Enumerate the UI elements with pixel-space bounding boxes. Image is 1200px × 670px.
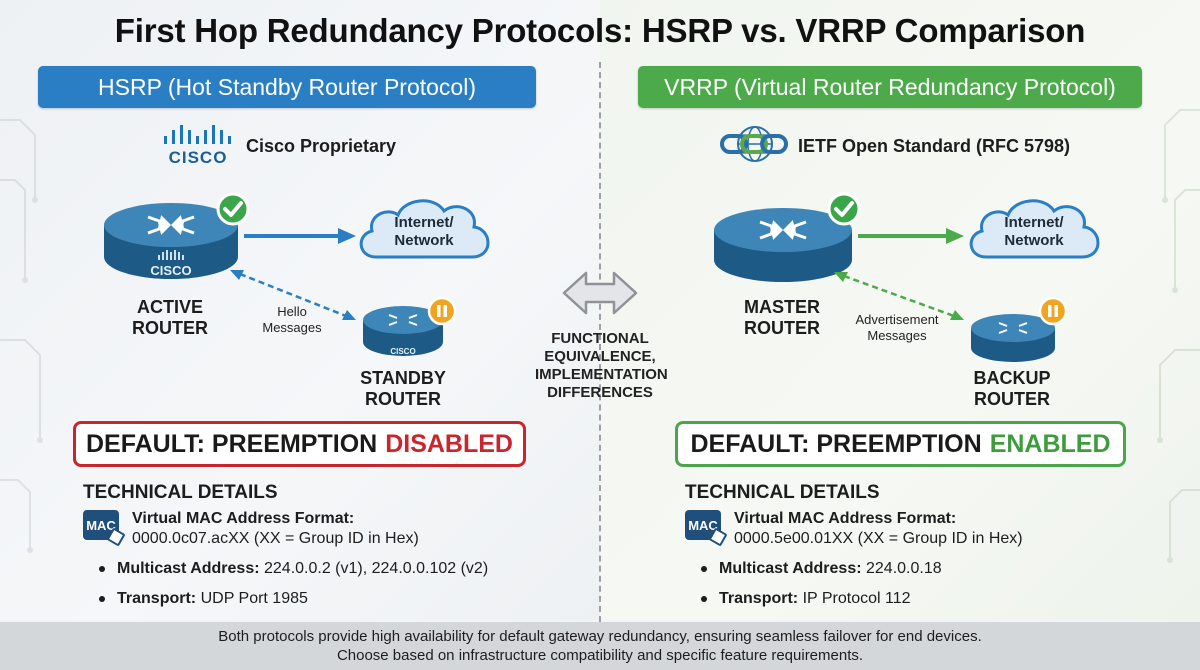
footer-line-1: Both protocols provide high availability… xyxy=(218,628,982,645)
hsrp-internet-cloud-icon xyxy=(359,199,490,259)
hsrp-hello-arrow xyxy=(230,270,356,320)
hsrp-preemption-box: DEFAULT: PREEMPTION DISABLED xyxy=(73,421,526,467)
vrrp-multicast-item: Multicast Address: 224.0.0.18 xyxy=(701,560,942,577)
hsrp-mac-value: 0000.0c07.acXX (XX = Group ID in Hex) xyxy=(132,530,419,547)
vrrp-banner: VRRP (Virtual Router Redundancy Protocol… xyxy=(638,66,1142,108)
svg-text:CISCO: CISCO xyxy=(390,347,415,356)
active-check-icon xyxy=(216,192,250,226)
svg-text:CISCO: CISCO xyxy=(150,263,191,278)
backup-pause-icon xyxy=(1038,296,1068,326)
vrrp-advertisement-arrow xyxy=(834,272,964,320)
ietf-globe-chain-icon xyxy=(720,126,788,162)
page-title: First Hop Redundancy Protocols: HSRP vs.… xyxy=(114,12,1086,49)
footer-line-2: Choose based on infrastructure compatibi… xyxy=(336,647,864,664)
standby-pause-icon xyxy=(427,296,457,326)
vrrp-cloud-label: Internet/Network xyxy=(1004,214,1064,249)
hsrp-vendor-text: Cisco Proprietary xyxy=(246,136,397,156)
preemption-status-enabled: ENABLED xyxy=(989,429,1111,458)
circuit-decoration-left xyxy=(0,119,43,553)
vrrp-forward-arrow xyxy=(858,228,964,244)
double-arrow-icon xyxy=(562,271,638,315)
vrrp-master-router-icon xyxy=(714,208,852,282)
hsrp-banner: HSRP (Hot Standby Router Protocol) xyxy=(38,66,536,108)
hsrp-cloud-label: Internet/Network xyxy=(394,214,454,249)
vrrp-vendor-text: IETF Open Standard (RFC 5798) xyxy=(798,136,1071,156)
footer-summary: Both protocols provide high availability… xyxy=(0,622,1200,670)
vrrp-preemption-box: DEFAULT: PREEMPTION ENABLED xyxy=(675,421,1126,467)
vrrp-internet-cloud-icon xyxy=(969,199,1100,259)
preemption-prefix: DEFAULT: PREEMPTION xyxy=(690,429,982,458)
vrrp-mac-title: Virtual MAC Address Format: xyxy=(734,510,957,527)
hsrp-transport-item: Transport: UDP Port 1985 xyxy=(99,590,308,607)
vrrp-transport-item: Transport: IP Protocol 112 xyxy=(701,590,911,607)
master-check-icon xyxy=(827,192,861,226)
circuit-decoration-right xyxy=(1157,109,1200,563)
hsrp-mac-title: Virtual MAC Address Format: xyxy=(132,510,355,527)
vrrp-mac-value: 0000.5e00.01XX (XX = Group ID in Hex) xyxy=(734,530,1023,547)
cisco-logo-icon: CISCO xyxy=(164,125,231,167)
cisco-logo-text: CISCO xyxy=(169,148,228,167)
vrrp-technical-details-heading: TECHNICAL DETAILS xyxy=(685,482,880,503)
hsrp-technical-details-heading: TECHNICAL DETAILS xyxy=(83,482,278,503)
center-divider xyxy=(599,62,601,622)
hsrp-standby-router-icon: CISCO xyxy=(363,306,443,356)
vrrp-backup-router-icon xyxy=(971,314,1055,362)
preemption-status-disabled: DISABLED xyxy=(385,429,513,458)
hsrp-active-router-icon: CISCO xyxy=(104,203,238,279)
hsrp-multicast-item: Multicast Address: 224.0.0.2 (v1), 224.0… xyxy=(98,560,489,577)
hsrp-mac-icon: MAC xyxy=(83,510,119,540)
vrrp-mac-icon: MAC xyxy=(685,510,721,540)
hsrp-forward-arrow xyxy=(244,228,356,244)
preemption-prefix: DEFAULT: PREEMPTION xyxy=(85,429,378,458)
